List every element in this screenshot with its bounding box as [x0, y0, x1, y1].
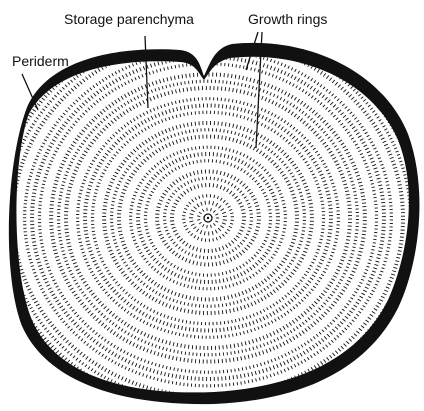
- growth-ring-band: [143, 159, 273, 277]
- growth-ring-band: [16, 56, 406, 393]
- growth-ring-band: [109, 128, 307, 308]
- growth-ring-band: [189, 200, 227, 236]
- label-periderm: Periderm: [12, 53, 69, 69]
- leader-line-growth-rings-a: [245, 31, 259, 71]
- growth-ring-band: [129, 145, 287, 291]
- growth-ring-band: [162, 176, 254, 260]
- pith-center: [203, 213, 213, 223]
- growth-ring-band: [197, 207, 220, 229]
- growth-ring-band: [169, 183, 247, 253]
- growth-ring-band: [23, 56, 393, 388]
- growth-ring-band: [182, 194, 234, 242]
- growth-ring-band: [102, 120, 314, 316]
- growth-ring-band: [116, 134, 300, 302]
- leader-line-storage-parenchyma: [144, 35, 149, 109]
- growth-ring-band: [76, 97, 340, 339]
- growth-ring-band: [155, 169, 261, 267]
- label-growth-rings: Growth rings: [248, 11, 327, 27]
- label-storage-parenchyma: Storage parenchyma: [64, 11, 194, 27]
- leader-line-periderm: [21, 73, 39, 111]
- growth-ring-band: [136, 151, 280, 285]
- growth-ring-band: [83, 103, 333, 333]
- leader-line-growth-rings-b: [255, 31, 263, 149]
- growth-ring-band: [63, 86, 353, 350]
- growth-ring-band: [49, 72, 367, 364]
- storage-body: [16, 56, 409, 393]
- growth-ring-band: [56, 79, 360, 357]
- growth-ring-band: [90, 110, 326, 326]
